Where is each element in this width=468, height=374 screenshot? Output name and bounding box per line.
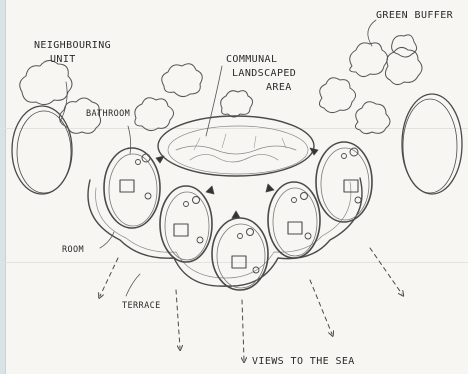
shrub [392,35,417,57]
entry-arrow [266,184,274,192]
view-arrow [242,300,244,360]
neighbouring-unit-right [402,94,462,194]
communal-area-label-line3: AREA [266,82,292,94]
terrace-leader [126,274,140,296]
shrub [221,91,253,117]
communal-area-label-line2: LANDSCAPED [232,68,296,80]
shrub [385,47,422,84]
neighbouring-unit-left [12,106,72,194]
view-arrow [310,280,332,334]
shrub [135,98,174,131]
view-arrow [370,248,402,294]
room-pod [160,186,212,262]
views-to-sea-label: VIEWS TO THE SEA [252,356,355,368]
shrub [162,64,203,97]
entry-arrow [156,156,164,163]
shrub [20,60,72,104]
shrub [319,78,355,113]
entry-arrow [232,211,240,218]
shrub [355,102,390,134]
green-buffer-leader [368,20,376,46]
shrub [350,43,388,77]
view-arrow [100,258,118,296]
bathroom-leader [128,126,131,154]
communal-leader [206,66,222,136]
communal-landscaped-area [158,116,314,176]
room-pod [268,182,320,258]
terrace-label: TERRACE [122,300,161,312]
green-buffer-label: GREEN BUFFER [376,10,453,22]
communal-area-label-line1: COMMUNAL [226,54,277,66]
entry-arrow [206,186,214,194]
room-pod [104,148,160,228]
neighbouring-unit-label-line2: UNIT [50,54,76,66]
view-arrow [176,290,180,348]
room-pod [316,142,372,222]
room-pod [212,218,268,290]
neighbouring-unit-label-line1: NEIGHBOURING [34,40,111,52]
bathroom-label: BATHROOM [86,108,130,120]
room-leader [100,232,114,248]
room-label: ROOM [62,244,84,256]
